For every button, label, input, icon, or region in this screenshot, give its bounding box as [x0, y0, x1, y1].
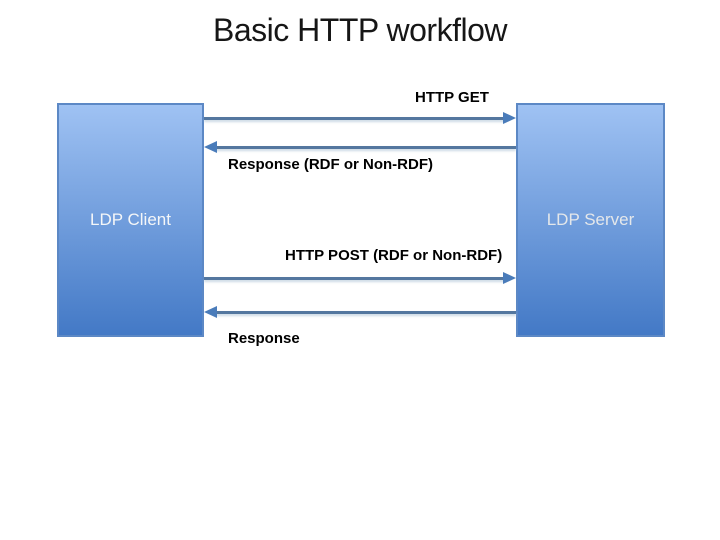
- ldp-server-label: LDP Server: [546, 210, 635, 229]
- arrow-line: [214, 311, 516, 314]
- http-post-label: HTTP POST (RDF or Non-RDF): [285, 247, 503, 264]
- response-rdf-arrow: [204, 141, 516, 154]
- ldp-client-box: LDP Client: [57, 103, 204, 337]
- arrow-right-icon: [503, 272, 516, 284]
- arrow-line: [214, 146, 516, 149]
- arrow-left-icon: [204, 141, 217, 153]
- response-rdf-label: Response (RDF or Non-RDF): [228, 156, 433, 173]
- arrow-line: [204, 117, 506, 120]
- http-get-arrow: [204, 112, 516, 125]
- response-arrow: [204, 306, 516, 319]
- arrow-line: [204, 277, 506, 280]
- http-get-label: HTTP GET: [415, 89, 489, 106]
- response-label: Response: [228, 330, 300, 347]
- http-post-arrow: [204, 272, 516, 285]
- ldp-server-box: LDP Server: [516, 103, 665, 337]
- slide-title: Basic HTTP workflow: [213, 12, 507, 48]
- arrow-right-icon: [503, 112, 516, 124]
- arrow-left-icon: [204, 306, 217, 318]
- ldp-client-label: LDP Client: [90, 210, 171, 229]
